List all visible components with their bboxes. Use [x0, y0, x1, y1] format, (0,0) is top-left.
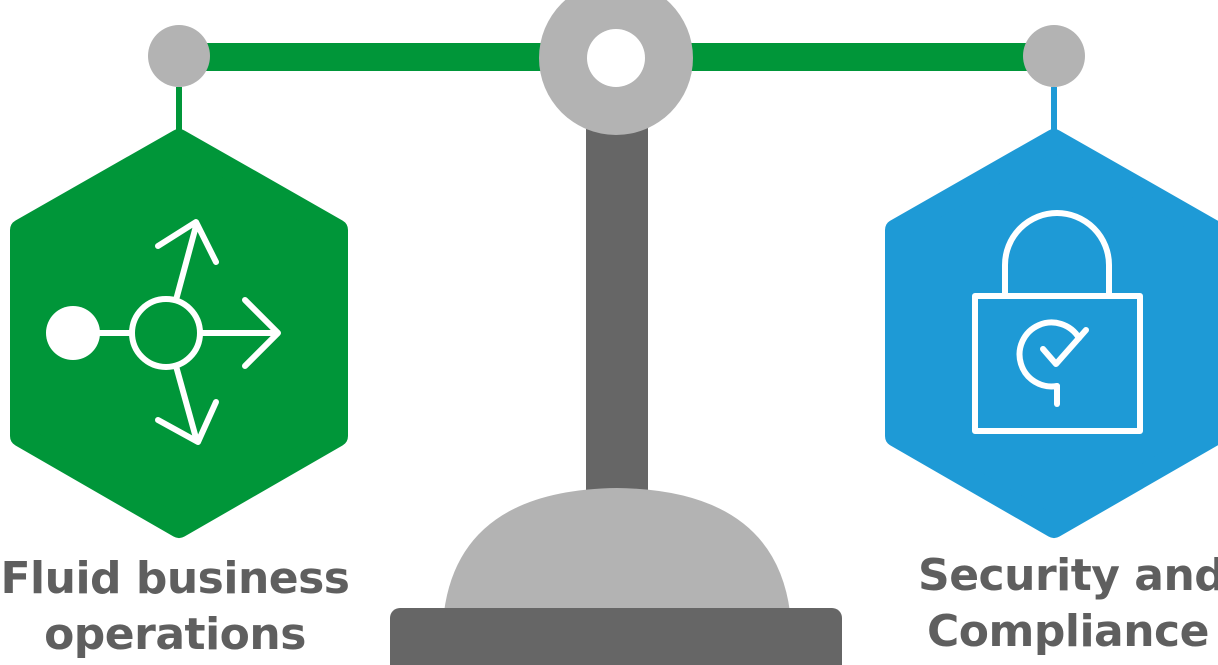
- scale-dome: [444, 488, 790, 612]
- right-label: Security and Compliance: [918, 548, 1218, 660]
- left-title-line2: operations: [0, 607, 350, 663]
- pivot-hole: [587, 29, 645, 87]
- left-title-line1: Fluid business: [0, 551, 350, 607]
- left-label: Fluid business operations: [0, 551, 350, 663]
- beam-left-cap: [148, 25, 210, 87]
- scale-platform: [390, 608, 842, 665]
- right-hexagon: [896, 140, 1212, 527]
- scale-pillar: [586, 110, 648, 510]
- right-title-line2: Compliance: [918, 604, 1218, 660]
- beam-right-cap: [1023, 25, 1085, 87]
- right-title-line1: Security and: [918, 548, 1218, 604]
